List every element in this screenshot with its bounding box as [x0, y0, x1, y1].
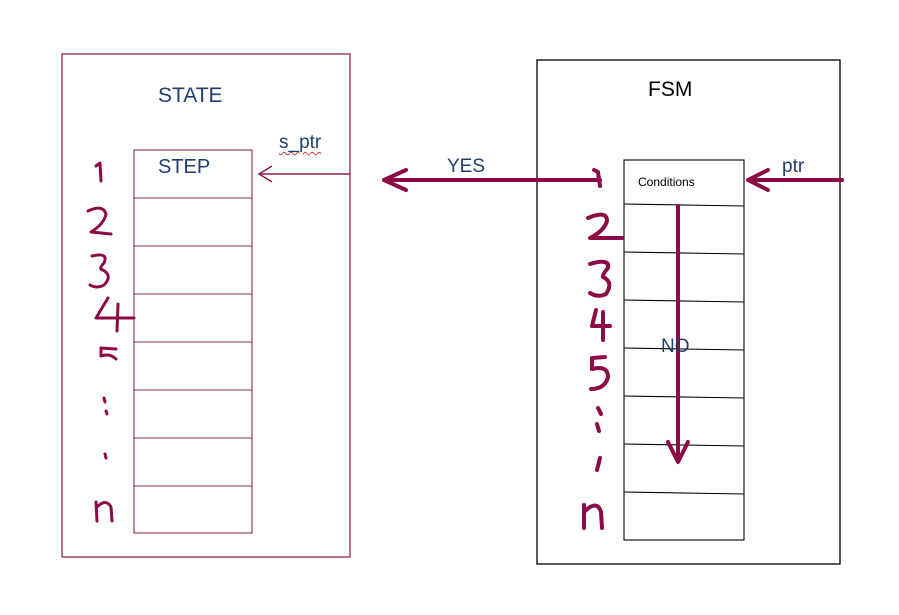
no-arrow: [666, 204, 690, 464]
hw-4: [94, 296, 136, 333]
fsm-table: [623, 159, 745, 541]
state-panel-frame: [61, 53, 351, 558]
fsm-panel-frame: [536, 59, 841, 565]
fsm-handwritten-numbers: [582, 168, 624, 530]
hw-2-fsm: [586, 212, 624, 240]
hw-comma-fsm: [595, 456, 602, 472]
hw-5: [99, 346, 118, 361]
hw-n: [94, 500, 114, 523]
s-ptr-arrow: [257, 165, 350, 183]
state-table: [133, 149, 253, 534]
hw-colon-fsm: [595, 406, 603, 433]
hw-dot: [103, 452, 108, 460]
state-first-cell-label: STEP: [158, 156, 211, 178]
state-handwritten-numbers: [86, 161, 136, 523]
fsm-first-cell-label: Conditions: [638, 175, 695, 189]
hw-4-fsm: [590, 308, 612, 342]
yes-arrow: [382, 168, 602, 192]
hw-1-fsm: [592, 168, 602, 188]
hw-1: [94, 161, 103, 183]
ptr-label: ptr: [782, 156, 805, 177]
s-ptr-label-text: s_ptr: [279, 132, 322, 153]
no-label: NO: [661, 336, 690, 357]
fsm-title: FSM: [648, 78, 693, 101]
ptr-arrow: [746, 168, 844, 192]
hw-3-fsm: [588, 259, 612, 298]
state-title: STATE: [158, 84, 223, 107]
hw-n-fsm: [582, 503, 604, 530]
s-ptr-label: s_ptr: [279, 132, 321, 154]
hw-colon: [102, 396, 109, 416]
hw-5-fsm: [589, 355, 610, 391]
yes-label: YES: [447, 156, 486, 177]
hw-2: [86, 206, 113, 236]
hw-3: [88, 253, 110, 289]
